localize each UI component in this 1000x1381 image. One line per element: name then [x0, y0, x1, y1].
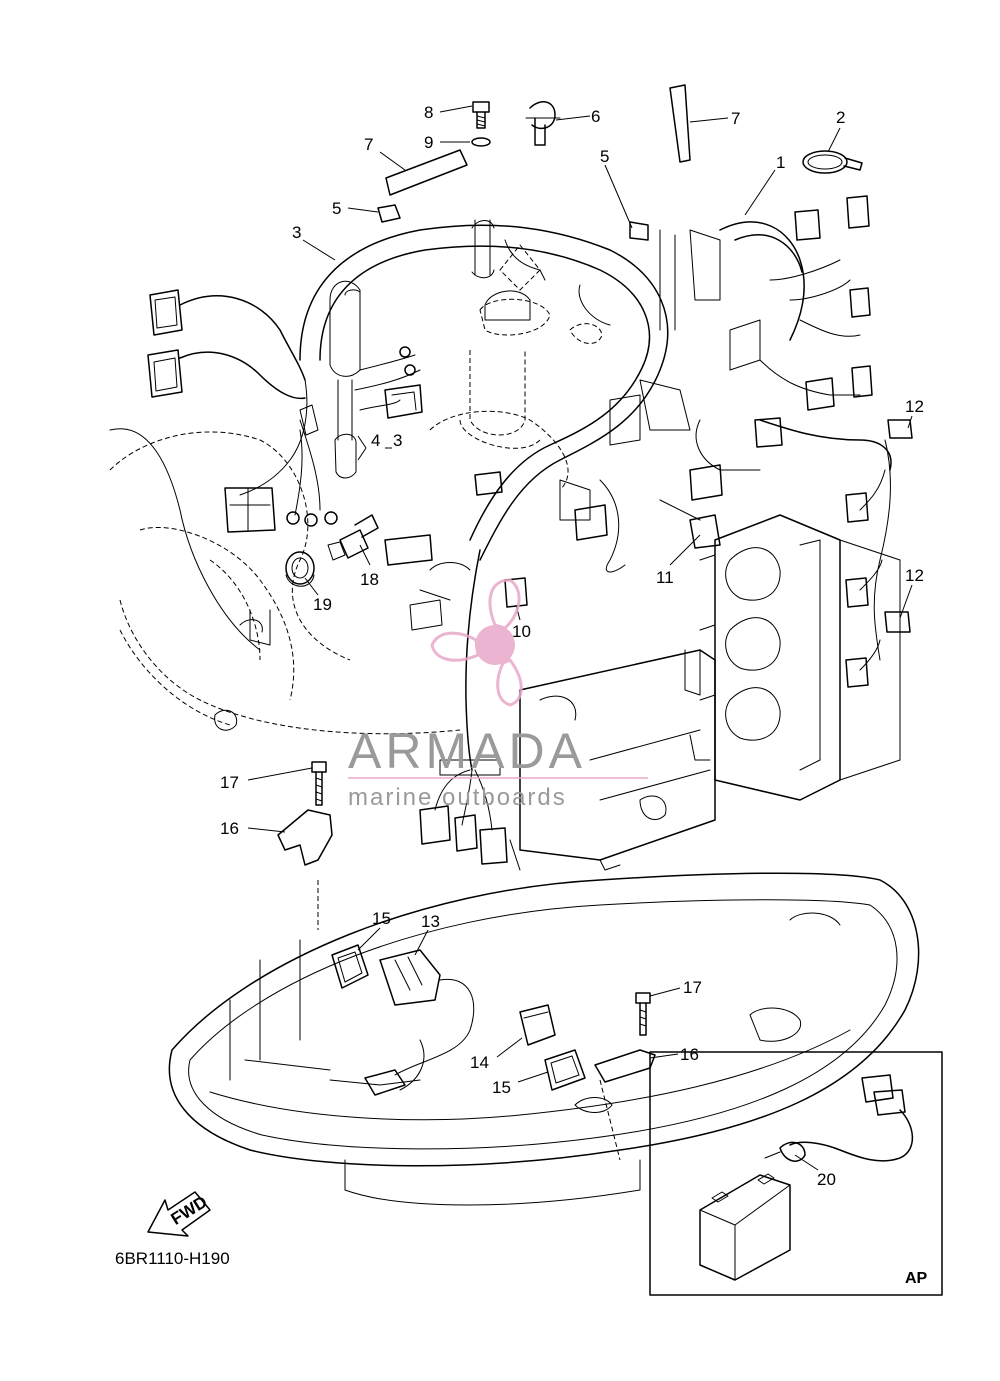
- fwd-label: FWD: [168, 1192, 211, 1229]
- part-seal-15-lower: [544, 1049, 586, 1091]
- callout-7-right: 7: [731, 109, 740, 128]
- callout-2: 2: [836, 108, 845, 127]
- part-switch-13: [364, 949, 475, 1096]
- callout-14: 14: [470, 1053, 489, 1072]
- callout-5-right: 5: [600, 147, 609, 166]
- part-washer-9: [471, 137, 491, 147]
- callout-5-left: 5: [332, 199, 341, 218]
- connector-right-4: [805, 377, 835, 411]
- callouts: 1 2 3 4 3 5 5 6 7 7 8 9 10 11 12 12 13 1…: [220, 103, 924, 1189]
- connector-block-left: [224, 487, 276, 533]
- part-tape-7-right: [669, 84, 691, 163]
- harness-left: [179, 295, 421, 516]
- part-tie-2: [802, 150, 863, 174]
- parts: [147, 84, 913, 1096]
- part-connector-10: [504, 577, 528, 608]
- part-bracket-16-lower: [594, 1049, 656, 1083]
- part-clamp-12-bottom: [884, 611, 911, 633]
- part-clip-5-right: [629, 221, 649, 241]
- leader-lines: [247, 105, 913, 1171]
- fwd-arrow-icon: FWD: [147, 1191, 211, 1237]
- callout-15-lower: 15: [492, 1078, 511, 1097]
- engine-block: [509, 514, 901, 871]
- part-clamp-12-top: [887, 419, 913, 439]
- part-clamp-6: [525, 101, 561, 146]
- part-button-14: [519, 1004, 556, 1046]
- propeller-logo-icon: [430, 578, 523, 707]
- part-grommet-19: [285, 551, 315, 587]
- connector-right-2: [846, 195, 870, 229]
- callout-17-lower: 17: [683, 978, 702, 997]
- callout-15-upper: 15: [372, 909, 391, 928]
- callout-7-left: 7: [364, 135, 373, 154]
- connector-right-6: [845, 492, 869, 523]
- callout-18: 18: [360, 570, 379, 589]
- connector-right-8: [845, 657, 869, 688]
- connector-left-2: [147, 349, 183, 398]
- part-bolt-17-upper: [311, 761, 327, 806]
- callout-16-lower: 16: [680, 1045, 699, 1064]
- watermark: ARMADA marine outboards: [348, 578, 648, 811]
- part-clip-5-left: [377, 204, 401, 223]
- callout-19: 19: [313, 595, 332, 614]
- callout-11: 11: [656, 568, 674, 587]
- callout-16-upper: 16: [220, 819, 239, 838]
- harness-right: [609, 221, 892, 671]
- drawing-code: 6BR1110-H190: [115, 1249, 230, 1268]
- connector-right-1: [794, 209, 821, 241]
- part-bolt-8: [472, 101, 490, 129]
- part-bolt-17-lower: [635, 992, 651, 1036]
- watermark-brand: ARMADA: [348, 723, 586, 779]
- inset-ap: [649, 1051, 943, 1296]
- wire-harness-loop: [299, 219, 669, 561]
- callout-12-top: 12: [905, 397, 924, 416]
- inset-label: AP: [905, 1270, 928, 1287]
- part-tape-7-left: [385, 149, 468, 196]
- callout-3: 3: [292, 223, 301, 242]
- relay-connector: [384, 384, 423, 419]
- callout-12-bottom: 12: [905, 566, 924, 585]
- callout-17-upper: 17: [220, 773, 239, 792]
- part-bracket-16-upper: [277, 809, 333, 866]
- callout-6: 6: [591, 107, 600, 126]
- callout-4: 4: [371, 431, 380, 450]
- part-sensor-18: [327, 514, 379, 561]
- part-seal-15-upper: [331, 944, 369, 989]
- callout-3-bracket: 3: [393, 431, 402, 450]
- connector-right-3: [849, 287, 871, 318]
- upper-frame-dashed: [109, 428, 461, 735]
- callout-20: 20: [817, 1170, 836, 1189]
- callout-1: 1: [776, 153, 785, 172]
- harness-lower: [419, 479, 701, 831]
- connector-left-1: [149, 289, 183, 336]
- connector-right-7: [845, 577, 869, 608]
- center-components-dashed: [429, 244, 603, 491]
- callout-9: 9: [424, 133, 433, 152]
- connector-right-5: [851, 365, 873, 398]
- callout-13: 13: [421, 912, 440, 931]
- bottom-cowling: [168, 872, 920, 1206]
- callout-8: 8: [424, 103, 433, 122]
- watermark-tagline: marine outboards: [348, 784, 567, 811]
- part-connector-11: [689, 514, 721, 549]
- callout-10: 10: [512, 622, 531, 641]
- connector-center: [474, 471, 503, 496]
